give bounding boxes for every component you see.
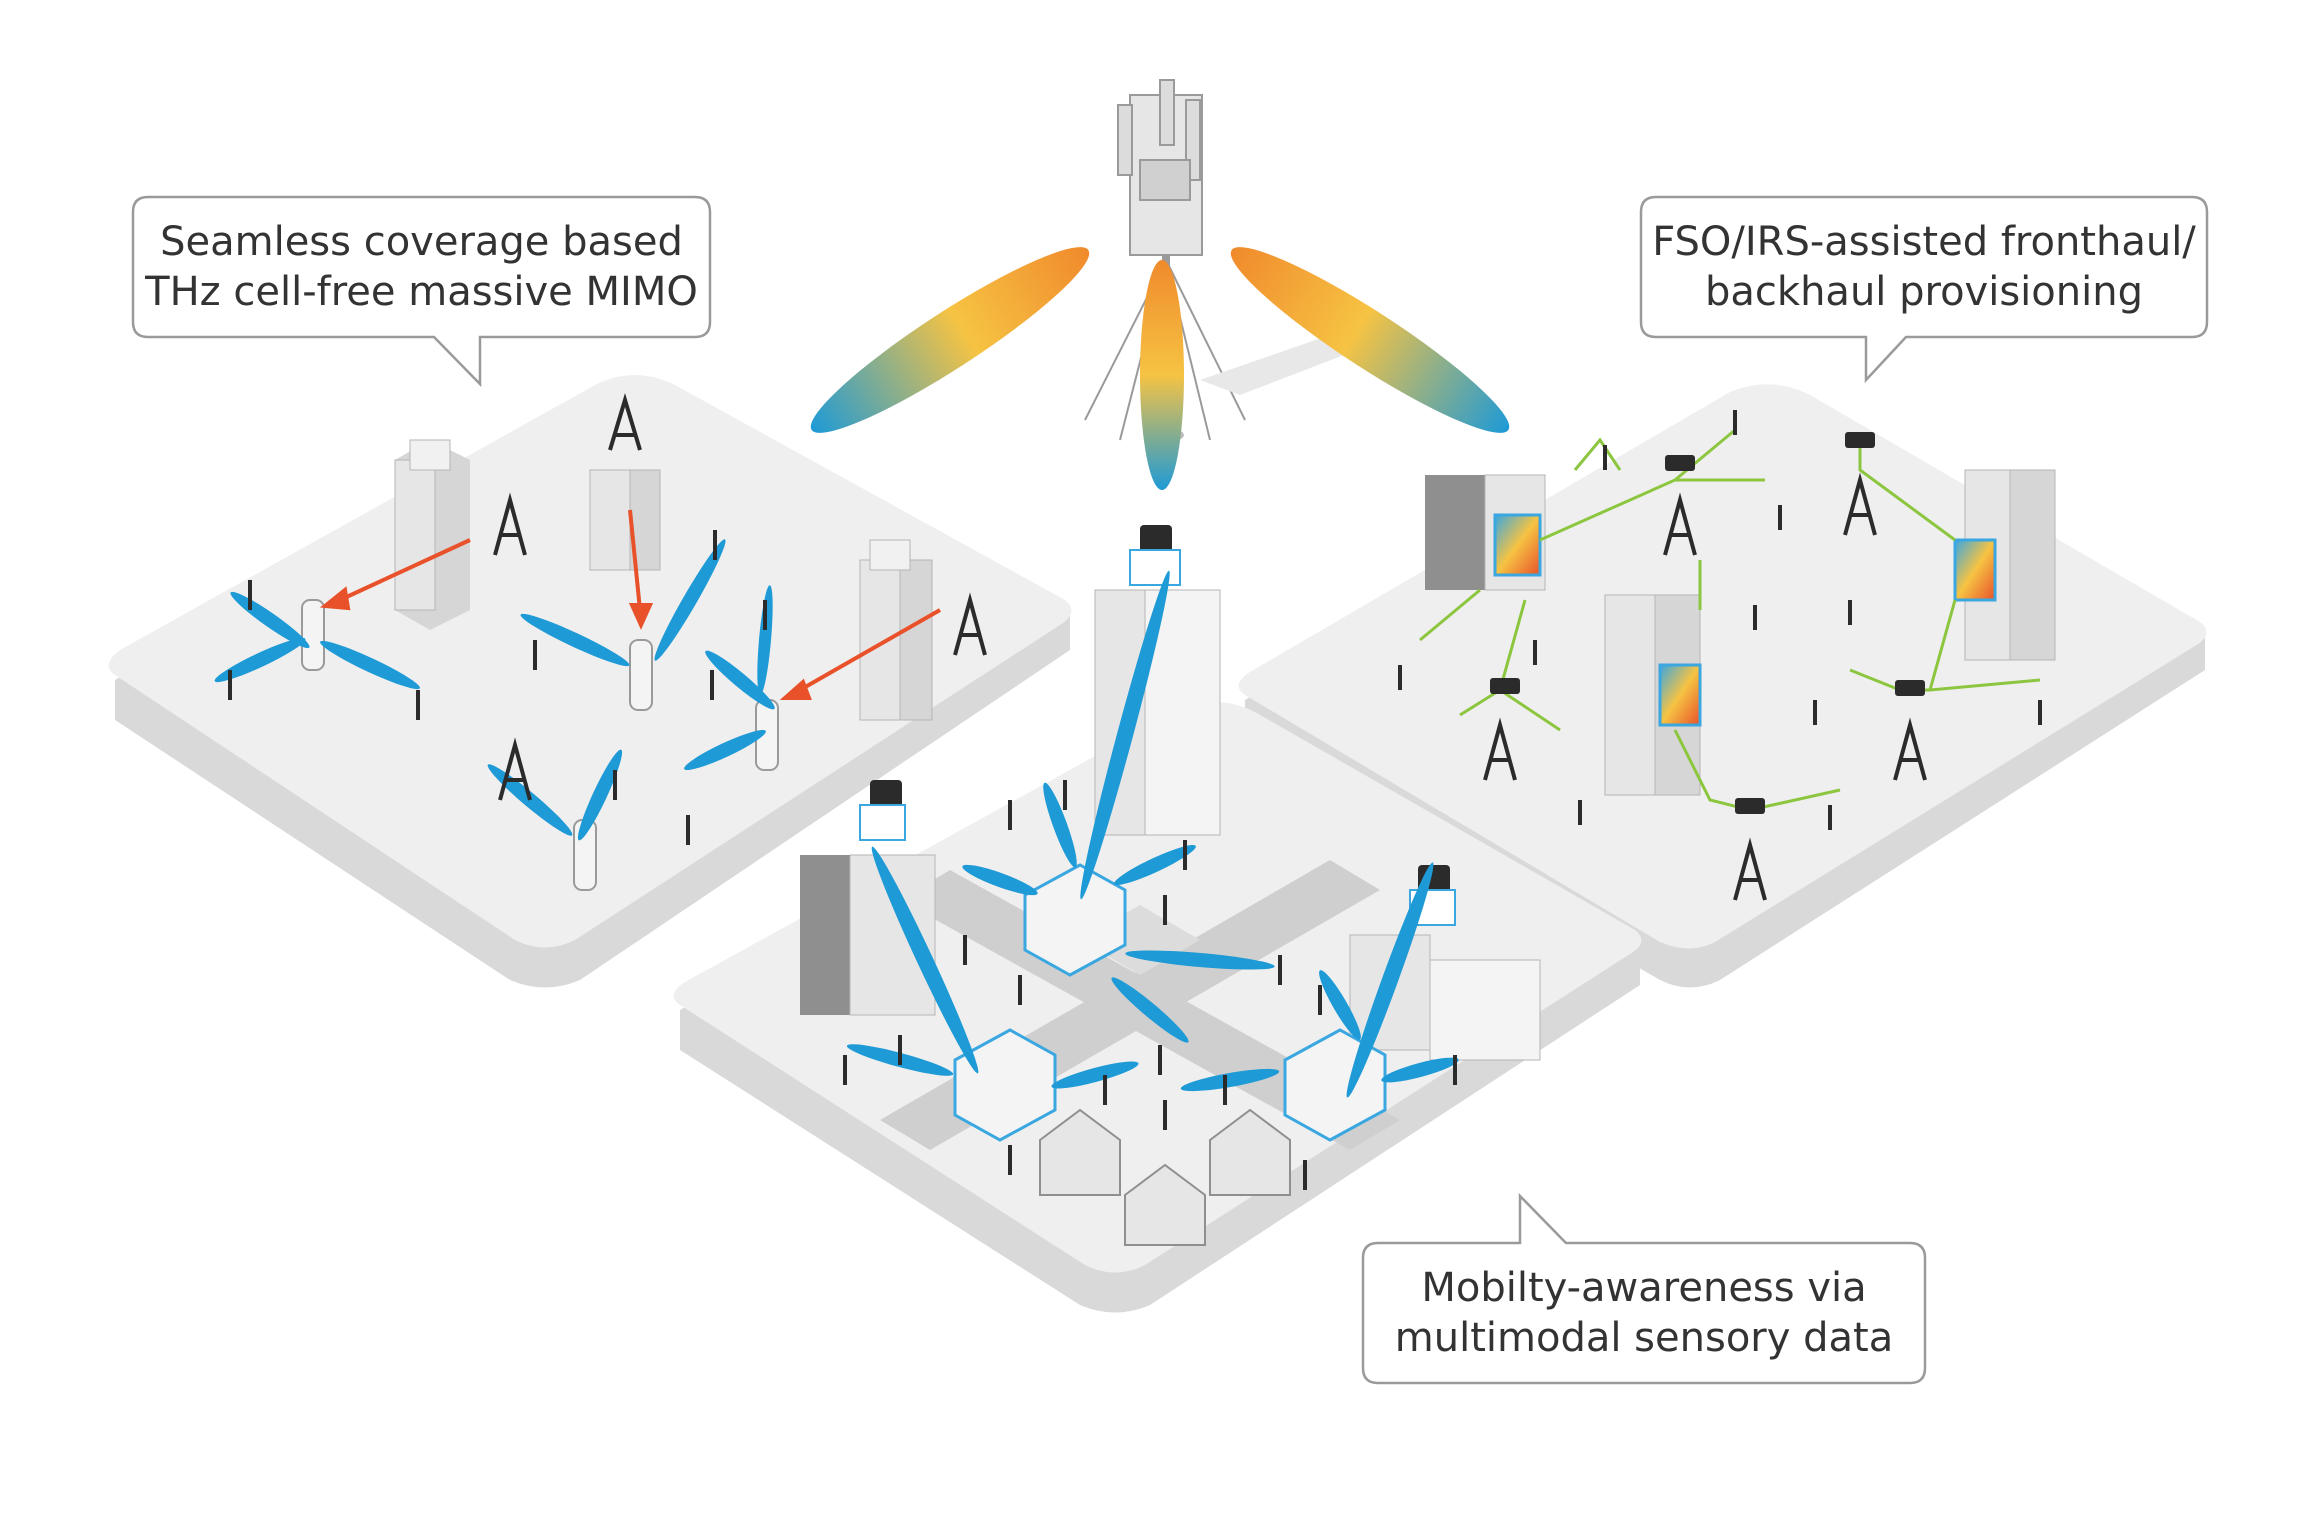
building <box>589 469 661 571</box>
callout-cell-free-bubble <box>131 195 712 388</box>
houses <box>1039 1108 1291 1246</box>
main-tower <box>1084 79 1370 442</box>
access-point <box>301 599 325 671</box>
platform-left <box>108 375 1072 988</box>
building <box>1604 594 1702 796</box>
beam-right <box>1230 247 1510 433</box>
building <box>859 539 933 721</box>
building <box>1953 469 2056 661</box>
callout-mobility-bubble <box>1361 1192 1927 1385</box>
right-city <box>1398 410 2056 901</box>
left-city <box>214 393 987 891</box>
building <box>800 780 936 1016</box>
irs-panel <box>1658 663 1702 727</box>
callout-cell-free-text: Seamless coverage based THz cell-free ma… <box>133 217 710 317</box>
callout-mobility-line2: multimodal sensory data <box>1394 1315 1894 1361</box>
callout-fronthaul-line1: FSO/IRS-assisted fronthaul/ <box>1652 219 2196 265</box>
camera-sensor <box>1140 525 1172 553</box>
camera-sensor <box>870 780 902 808</box>
vehicle <box>1023 863 1127 977</box>
vehicle <box>953 1028 1057 1142</box>
building <box>1425 474 1546 591</box>
irs-panel <box>1953 538 1997 602</box>
callout-fronthaul-text: FSO/IRS-assisted fronthaul/ backhaul pro… <box>1641 217 2207 317</box>
antenna-cluster <box>1398 410 2042 830</box>
callout-mobility-line1: Mobilty-awareness via <box>1421 1265 1867 1311</box>
building <box>394 439 470 630</box>
center-city <box>800 525 1541 1246</box>
callout-fronthaul-line2: backhaul provisioning <box>1705 269 2143 315</box>
beam-left <box>810 247 1090 433</box>
tower-beams <box>810 247 1510 490</box>
callout-mobility-text: Mobilty-awareness via multimodal sensory… <box>1363 1263 1925 1363</box>
callout-fronthaul-bubble <box>1639 195 2209 384</box>
building <box>1349 865 1541 1061</box>
callout-cell-free-line2: THz cell-free massive MIMO <box>145 269 698 315</box>
beam-down <box>1140 260 1184 490</box>
antenna-cluster <box>228 530 767 845</box>
callout-cell-free-line1: Seamless coverage based <box>160 219 683 265</box>
access-point <box>629 639 653 711</box>
antenna-cluster <box>843 780 1457 1190</box>
irs-panel <box>1493 513 1542 577</box>
